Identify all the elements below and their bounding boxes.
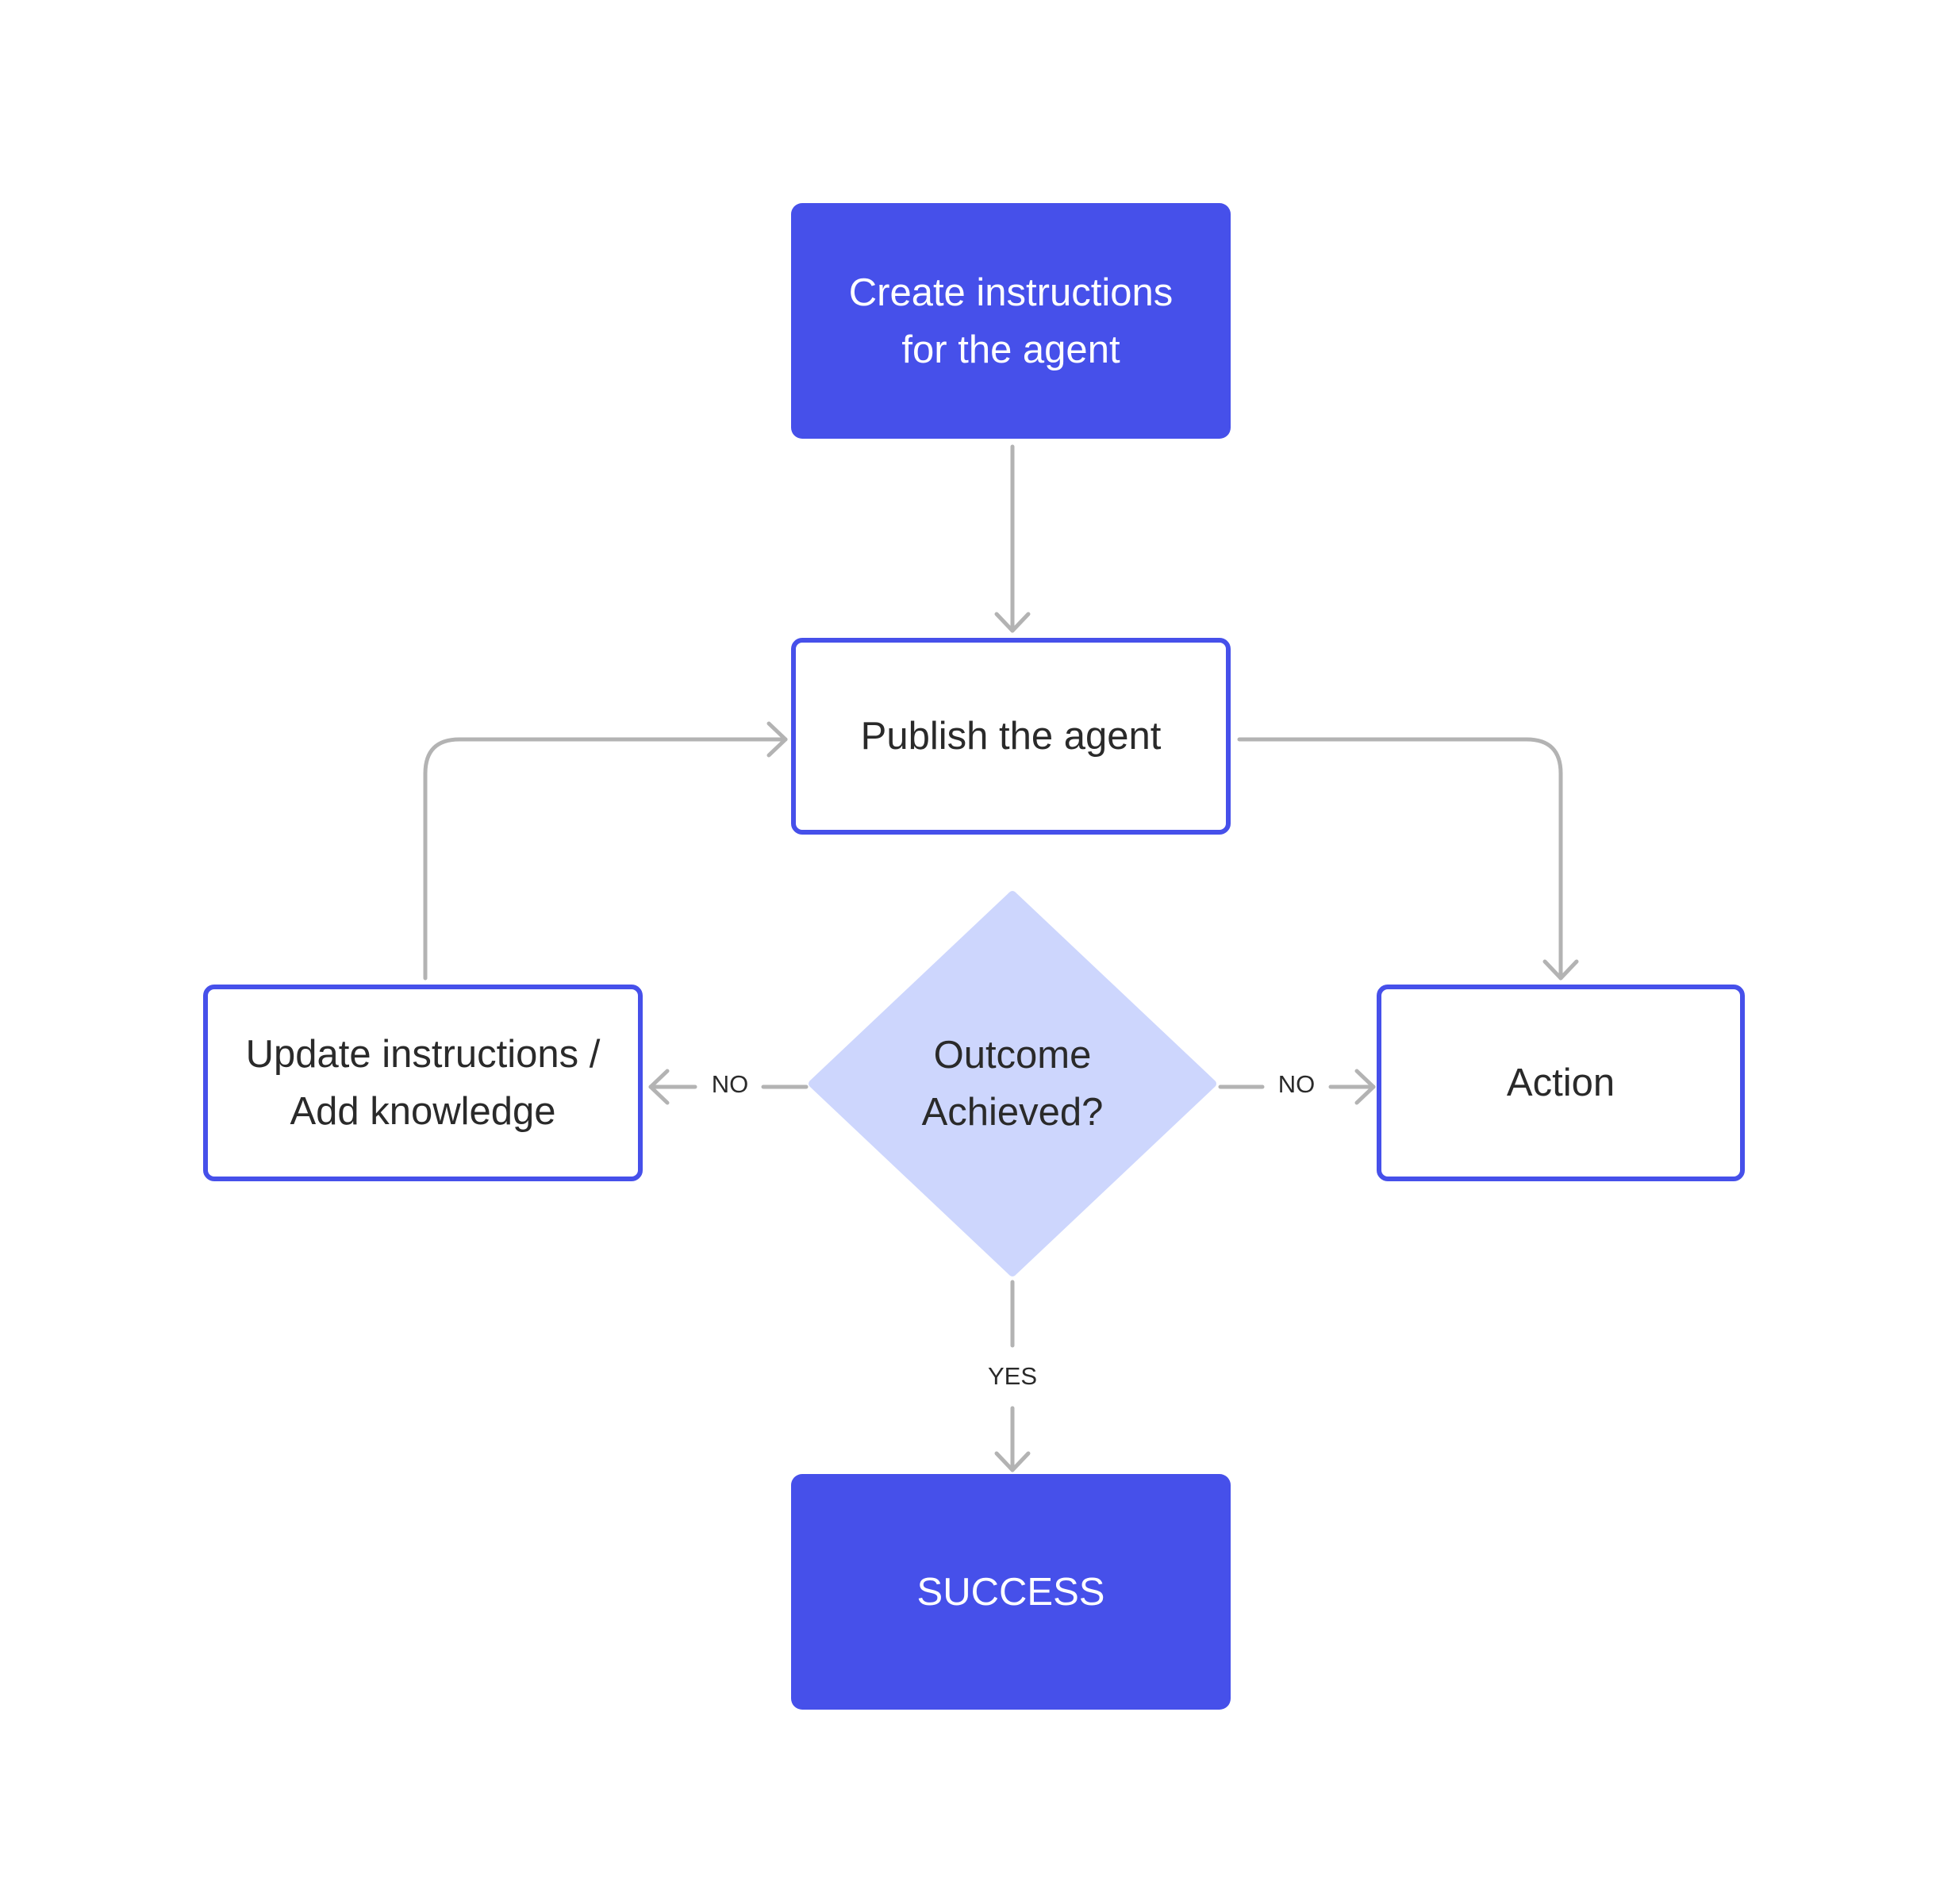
node-update-line1: Update instructions / xyxy=(245,1033,601,1076)
node-success: SUCCESS xyxy=(791,1474,1231,1710)
node-action-label: Action xyxy=(1506,1061,1615,1104)
node-create-line2: for the agent xyxy=(901,328,1120,371)
arrowhead-publish-to-action xyxy=(1542,959,1579,981)
node-update-instructions: Update instructions / Add knowledge xyxy=(203,985,643,1181)
node-publish-agent: Publish the agent xyxy=(791,638,1231,835)
arrowhead-update-to-publish xyxy=(766,721,788,758)
arrowhead-decision-to-success xyxy=(994,1451,1031,1472)
decision-line2: Achieved? xyxy=(921,1091,1104,1134)
decision-diamond xyxy=(809,891,1216,1276)
node-action: Action xyxy=(1377,985,1745,1181)
decision-label: Outcome Achieved? xyxy=(812,895,1212,1273)
node-success-label: SUCCESS xyxy=(916,1570,1105,1614)
arrowhead-decision-to-update xyxy=(648,1069,670,1105)
arrowhead-create-to-publish xyxy=(994,612,1031,633)
edge-label-no-left: NO xyxy=(711,1070,749,1098)
arrowhead-decision-to-action xyxy=(1354,1069,1376,1105)
node-update-line2: Add knowledge xyxy=(290,1090,556,1133)
edge-label-no-right: NO xyxy=(1277,1070,1316,1098)
node-publish-label: Publish the agent xyxy=(860,715,1162,758)
connector-publish-to-action xyxy=(1237,737,1563,981)
decision-line1: Outcome xyxy=(933,1034,1092,1077)
node-create-instructions: Create instructions for the agent xyxy=(791,203,1231,439)
node-create-line1: Create instructions xyxy=(848,271,1174,314)
edge-label-yes: YES xyxy=(987,1362,1038,1390)
connector-update-to-publish xyxy=(423,737,788,981)
